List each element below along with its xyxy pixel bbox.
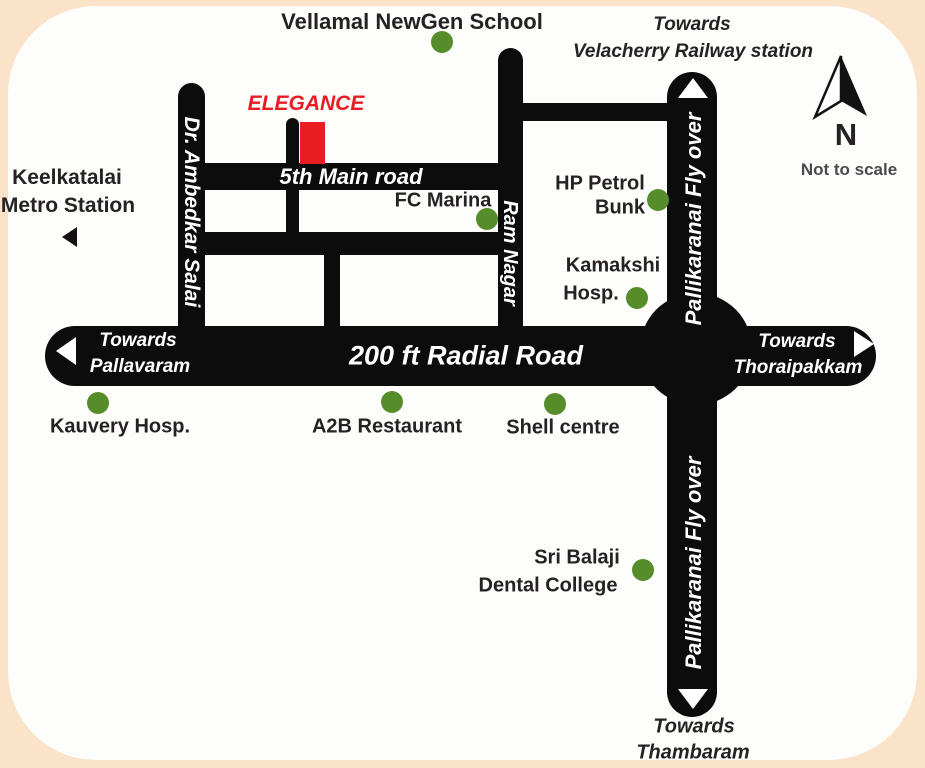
hp-petrol-dot [647, 189, 669, 211]
ambedkar-salai-label: Dr. Ambedkar Salai [180, 116, 203, 308]
road-cross-lane [178, 232, 523, 255]
school-label: Vellamal NewGen School [281, 9, 543, 34]
metro-pointer-icon [62, 227, 77, 247]
sri-balaji-dot [632, 559, 654, 581]
towards-velacherry-line2: Velacherry Railway station [572, 41, 814, 62]
fc-marina-label: FC Marina [394, 189, 492, 212]
compass-n-label: N [834, 117, 858, 152]
5th-main-road-label: 5th Main road [279, 164, 423, 189]
shell-centre-label: Shell centre [506, 416, 620, 439]
roundabout [640, 293, 752, 405]
elegance-site-marker [300, 122, 325, 164]
arrow-east-icon [854, 331, 874, 357]
fc-marina-dot [476, 208, 498, 230]
road-dr-ambedkar-salai [178, 83, 205, 356]
sri-balaji-line2: Dental College [478, 574, 618, 597]
road-ram-nagar [498, 48, 523, 356]
a2b-restaurant-dot [381, 391, 403, 413]
arrow-west-icon [56, 337, 76, 365]
not-to-scale-label: Not to scale [800, 160, 898, 179]
kauvery-hosp-label: Kauvery Hosp. [49, 415, 191, 438]
kamakshi-hosp-line2: Hosp. [563, 282, 619, 305]
towards-thoraipakkam-line2: Thoraipakkam [733, 357, 863, 378]
metro-station-line1: Keelkatalai [12, 166, 122, 189]
road-connector [324, 255, 340, 330]
elegance-label: ELEGANCE [247, 92, 365, 115]
hp-petrol-line1: HP Petrol [555, 172, 645, 195]
sri-balaji-line1: Sri Balaji [534, 546, 620, 569]
towards-pallavaram-line1: Towards [99, 330, 177, 351]
road-5th-main [178, 163, 523, 190]
road-ramnagar-flyover-link [510, 103, 695, 121]
shell-centre-dot [544, 393, 566, 415]
towards-thoraipakkam-line1: Towards [758, 331, 836, 352]
metro-station-line2: Metro Station [0, 194, 136, 217]
kauvery-hosp-dot [87, 392, 109, 414]
flyover-upper-label: Pallikaranai Fly over [681, 112, 706, 326]
towards-pallavaram-line2: Pallavaram [89, 356, 191, 377]
school-dot [431, 31, 453, 53]
north-arrow-icon [812, 55, 867, 120]
kamakshi-hosp-line1: Kamakshi [565, 254, 661, 277]
radial-road-label: 200 ft Radial Road [348, 340, 584, 371]
arrow-north-icon [678, 78, 708, 98]
towards-thambaram-line2: Thambaram [636, 741, 750, 764]
hp-petrol-line2: Bunk [595, 196, 645, 219]
towards-thambaram-line1: Towards [653, 715, 735, 738]
kamakshi-hosp-dot [626, 287, 648, 309]
road-elegance-stub [286, 118, 299, 234]
flyover-lower-label: Pallikaranai Fly over [681, 456, 706, 670]
towards-velacherry-line1: Towards [653, 14, 731, 35]
a2b-restaurant-label: A2B Restaurant [311, 415, 463, 438]
arrow-south-icon [678, 689, 708, 709]
ram-nagar-label: Ram Nagar [499, 200, 522, 306]
